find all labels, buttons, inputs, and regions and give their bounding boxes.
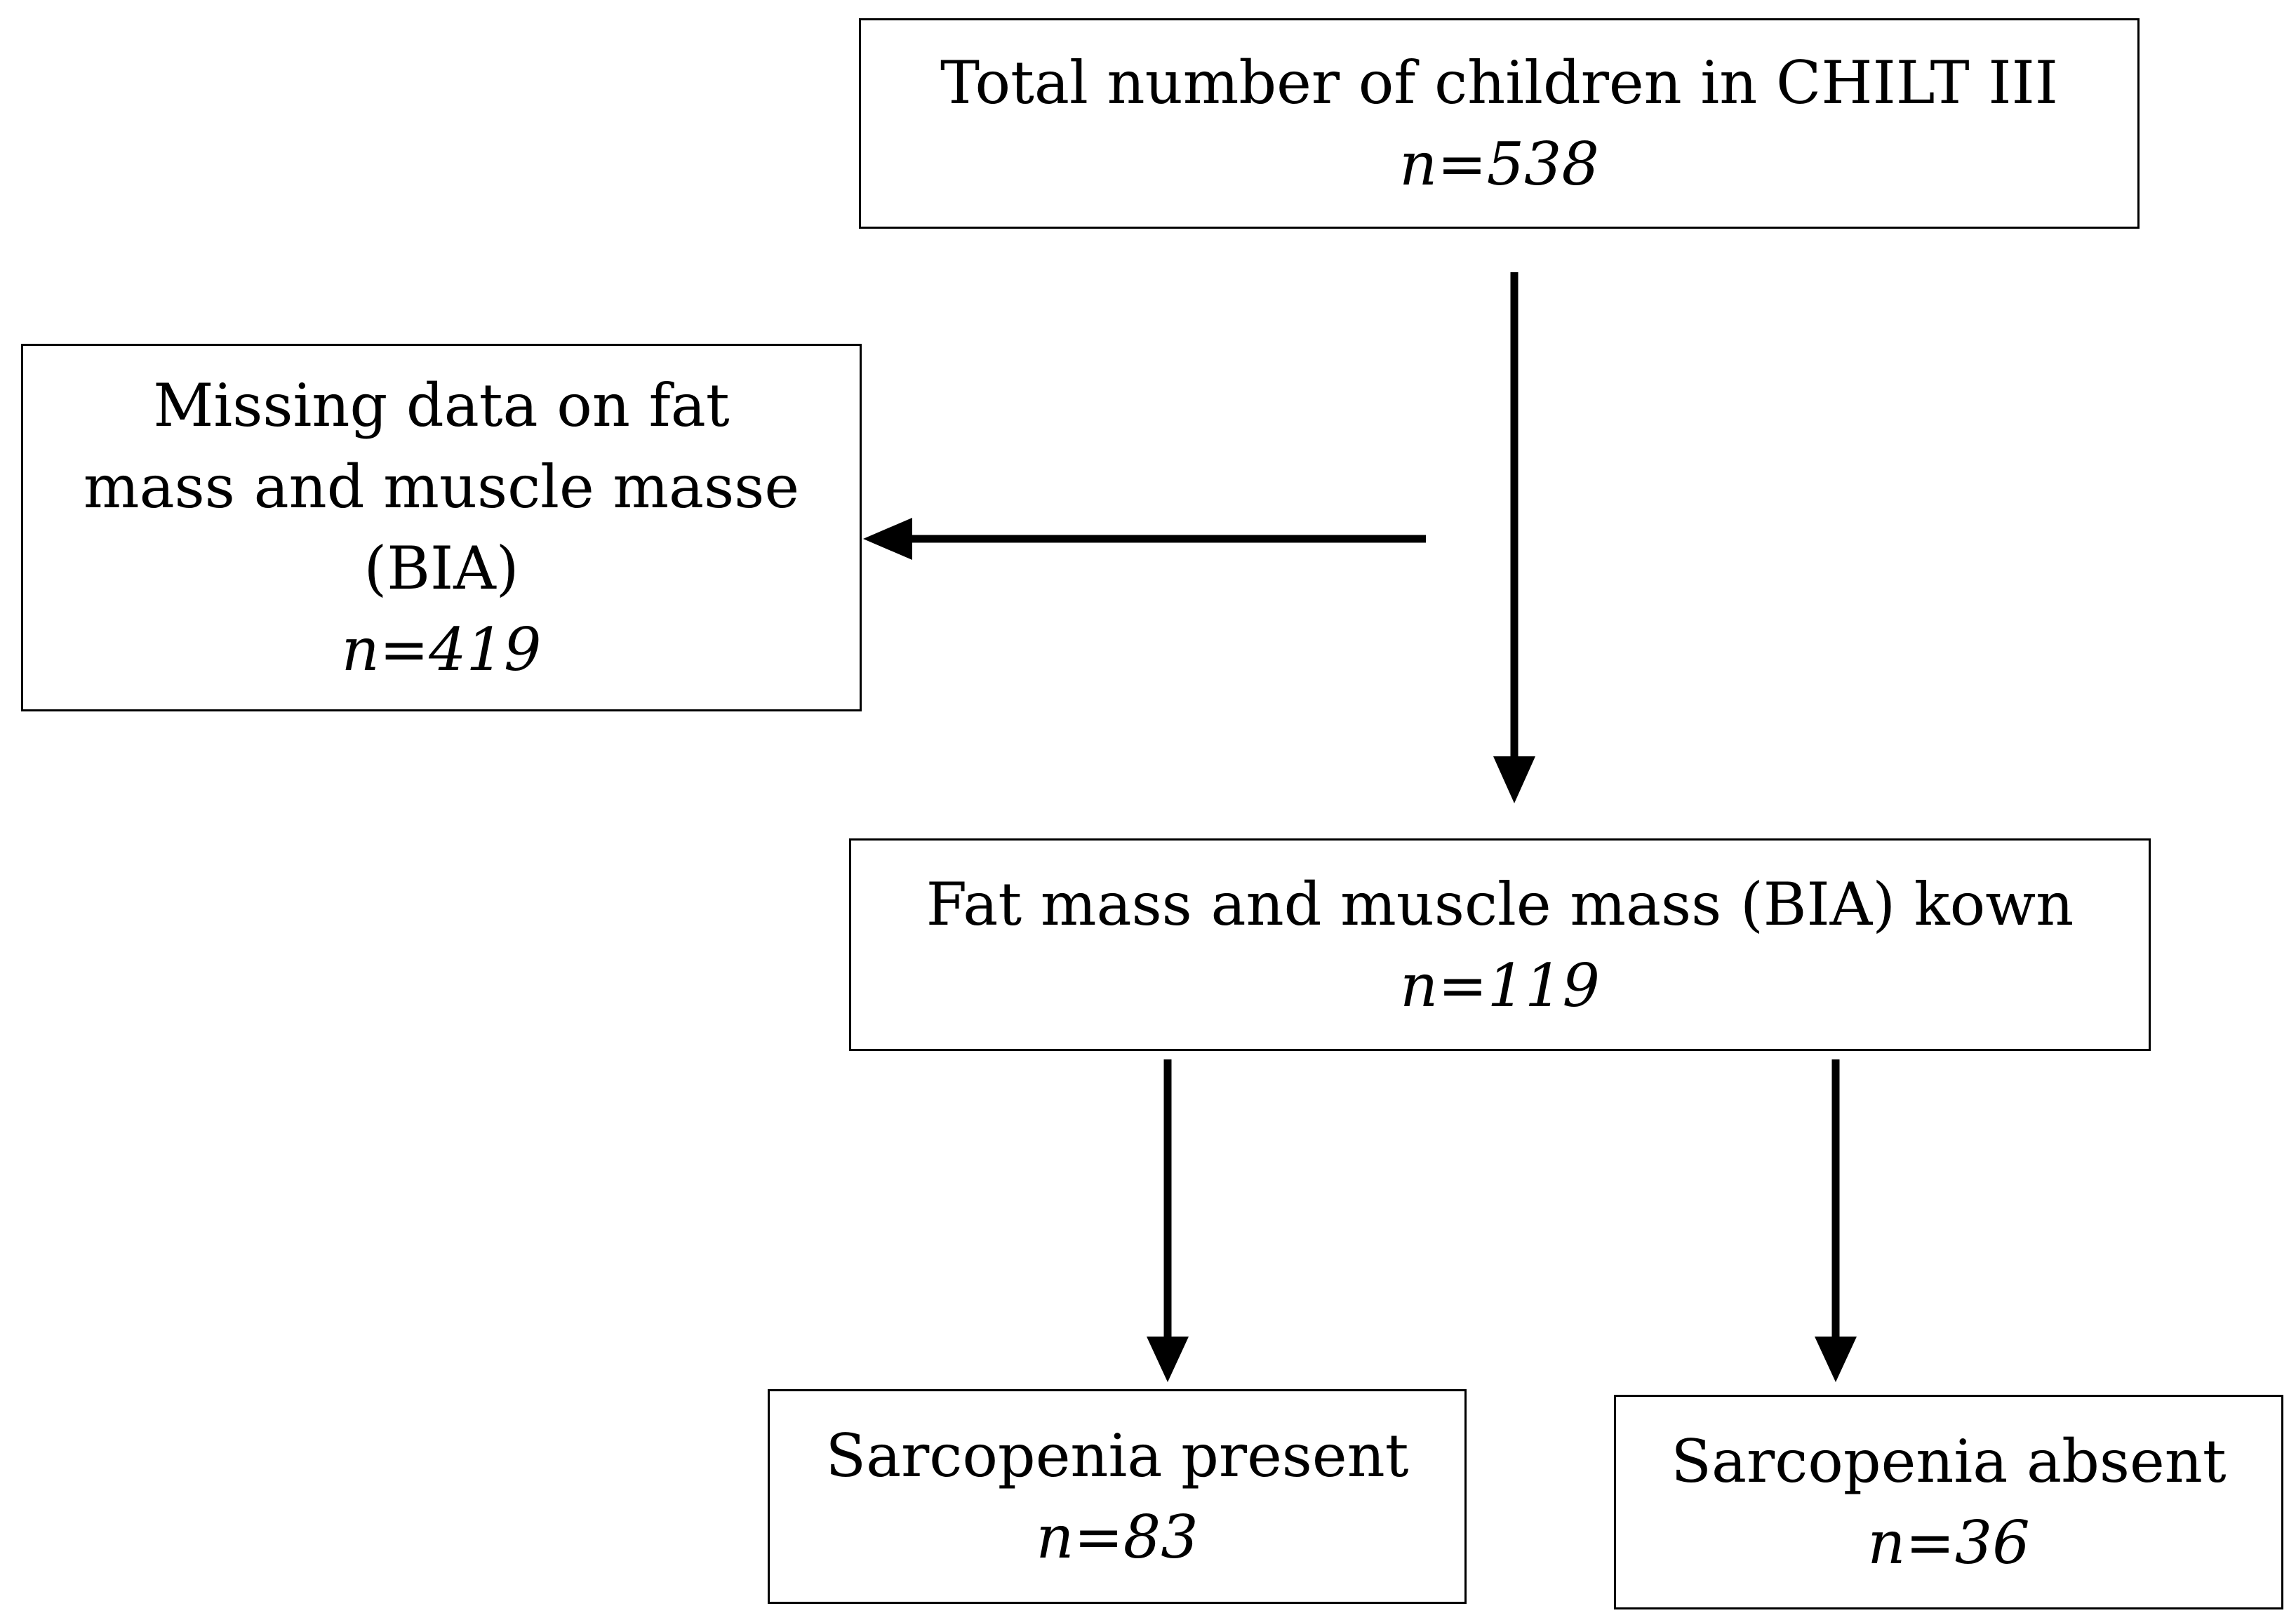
bia-known-box: Fat mass and muscle mass (BIA) kown n=11…	[849, 838, 2151, 1051]
sarcopenia-present-label: Sarcopenia present	[825, 1421, 1409, 1490]
sarcopenia-absent-label: Sarcopenia absent	[1671, 1427, 2227, 1496]
total-children-label: Total number of children in CHILT III	[940, 48, 2058, 117]
sarcopenia-present-box: Sarcopenia present n=83	[768, 1389, 1467, 1604]
missing-data-label-line2: mass and muscle masse	[83, 453, 800, 521]
bia-known-count: n=119	[1400, 951, 1600, 1020]
total-children-box: Total number of children in CHILT III n=…	[859, 18, 2140, 229]
sarcopenia-absent-box: Sarcopenia absent n=36	[1614, 1395, 2283, 1609]
sarcopenia-present-count: n=83	[1036, 1503, 1199, 1572]
total-children-count: n=538	[1399, 130, 1599, 199]
sarcopenia-absent-count: n=36	[1867, 1508, 2030, 1577]
arrow-known-to-absent	[1815, 1059, 1857, 1382]
missing-data-label-line1: Missing data on fat	[153, 371, 730, 440]
bia-known-label: Fat mass and muscle mass (BIA) kown	[926, 869, 2074, 939]
arrow-known-to-present	[1147, 1059, 1189, 1382]
arrow-total-to-known	[1493, 272, 1535, 803]
missing-data-count: n=419	[341, 615, 542, 684]
missing-data-box: Missing data on fat mass and muscle mass…	[21, 344, 862, 711]
arrow-to-missing	[863, 518, 1426, 560]
missing-data-label-line3: (BIA)	[363, 534, 519, 603]
